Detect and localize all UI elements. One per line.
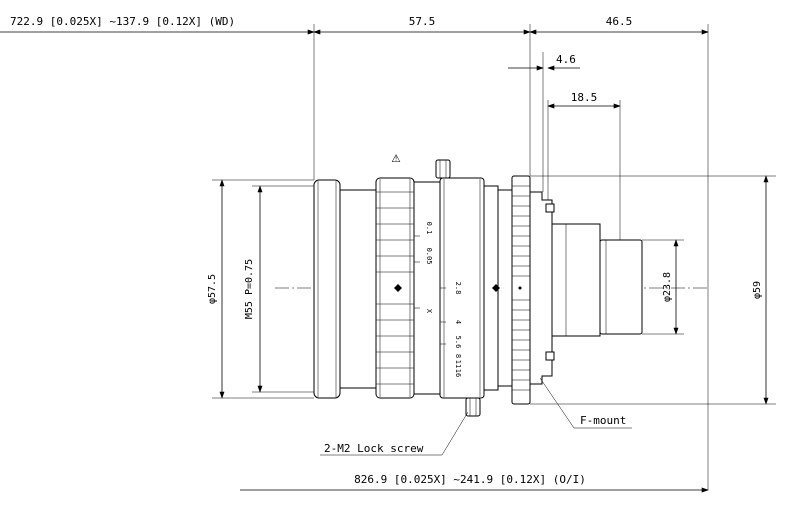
lock-screw-bottom xyxy=(465,397,481,417)
rear-tube xyxy=(551,223,601,337)
lens-body xyxy=(313,159,643,417)
focus-index-mark xyxy=(394,284,402,292)
focus-scale-mark: 0.05 xyxy=(425,248,433,265)
focus-scale-ring xyxy=(413,181,441,395)
warning-icon: ⚠ xyxy=(391,148,400,166)
focus-scale-mark: 0.1 xyxy=(425,222,433,235)
oi-range-label: 826.9 [0.025X] ~241.9 [0.12X] (O/I) xyxy=(354,473,586,486)
mount-ring-knurl xyxy=(512,185,530,391)
mount-depth-label: 18.5 xyxy=(571,91,598,104)
aperture-scale: 2.8 4 5.6 8 11 16 xyxy=(454,282,462,378)
length-rear-label: 46.5 xyxy=(606,15,633,28)
f-mount-flange xyxy=(529,191,553,385)
flange-offset-label: 4.6 xyxy=(556,53,576,66)
focus-scale-mark: X xyxy=(425,309,433,314)
length-front-label: 57.5 xyxy=(409,15,436,28)
aperture-scale-mark: 4 xyxy=(454,320,462,324)
diameter-rear-label: φ23.8 xyxy=(662,272,673,302)
focus-ring-knurl xyxy=(376,179,414,397)
focus-scale: 0.1 0.05 X xyxy=(425,222,433,314)
aperture-scale-mark: 11 xyxy=(454,360,462,368)
diameter-max-label: φ59 xyxy=(752,281,763,299)
f-mount-label: F-mount xyxy=(580,414,626,427)
lock-screw-leader xyxy=(320,411,469,456)
aperture-scale-mark: 5.6 xyxy=(454,336,462,349)
thread-label: M55 P=0.75 xyxy=(244,259,255,319)
aperture-index-mark xyxy=(492,284,500,292)
aperture-scale-mark: 16 xyxy=(454,369,462,377)
f-mount-leader xyxy=(539,377,632,429)
wd-range-label: 722.9 [0.025X] ~137.9 [0.12X] (WD) xyxy=(10,15,235,28)
aperture-scale-mark: 2.8 xyxy=(454,282,462,295)
diameter-front-label: φ57.5 xyxy=(207,274,218,304)
aperture-scale-mark: 8 xyxy=(454,354,462,358)
lock-screw-label: 2-M2 Lock screw xyxy=(324,442,424,455)
rear-element xyxy=(599,239,643,335)
lock-screw-top xyxy=(435,159,451,179)
